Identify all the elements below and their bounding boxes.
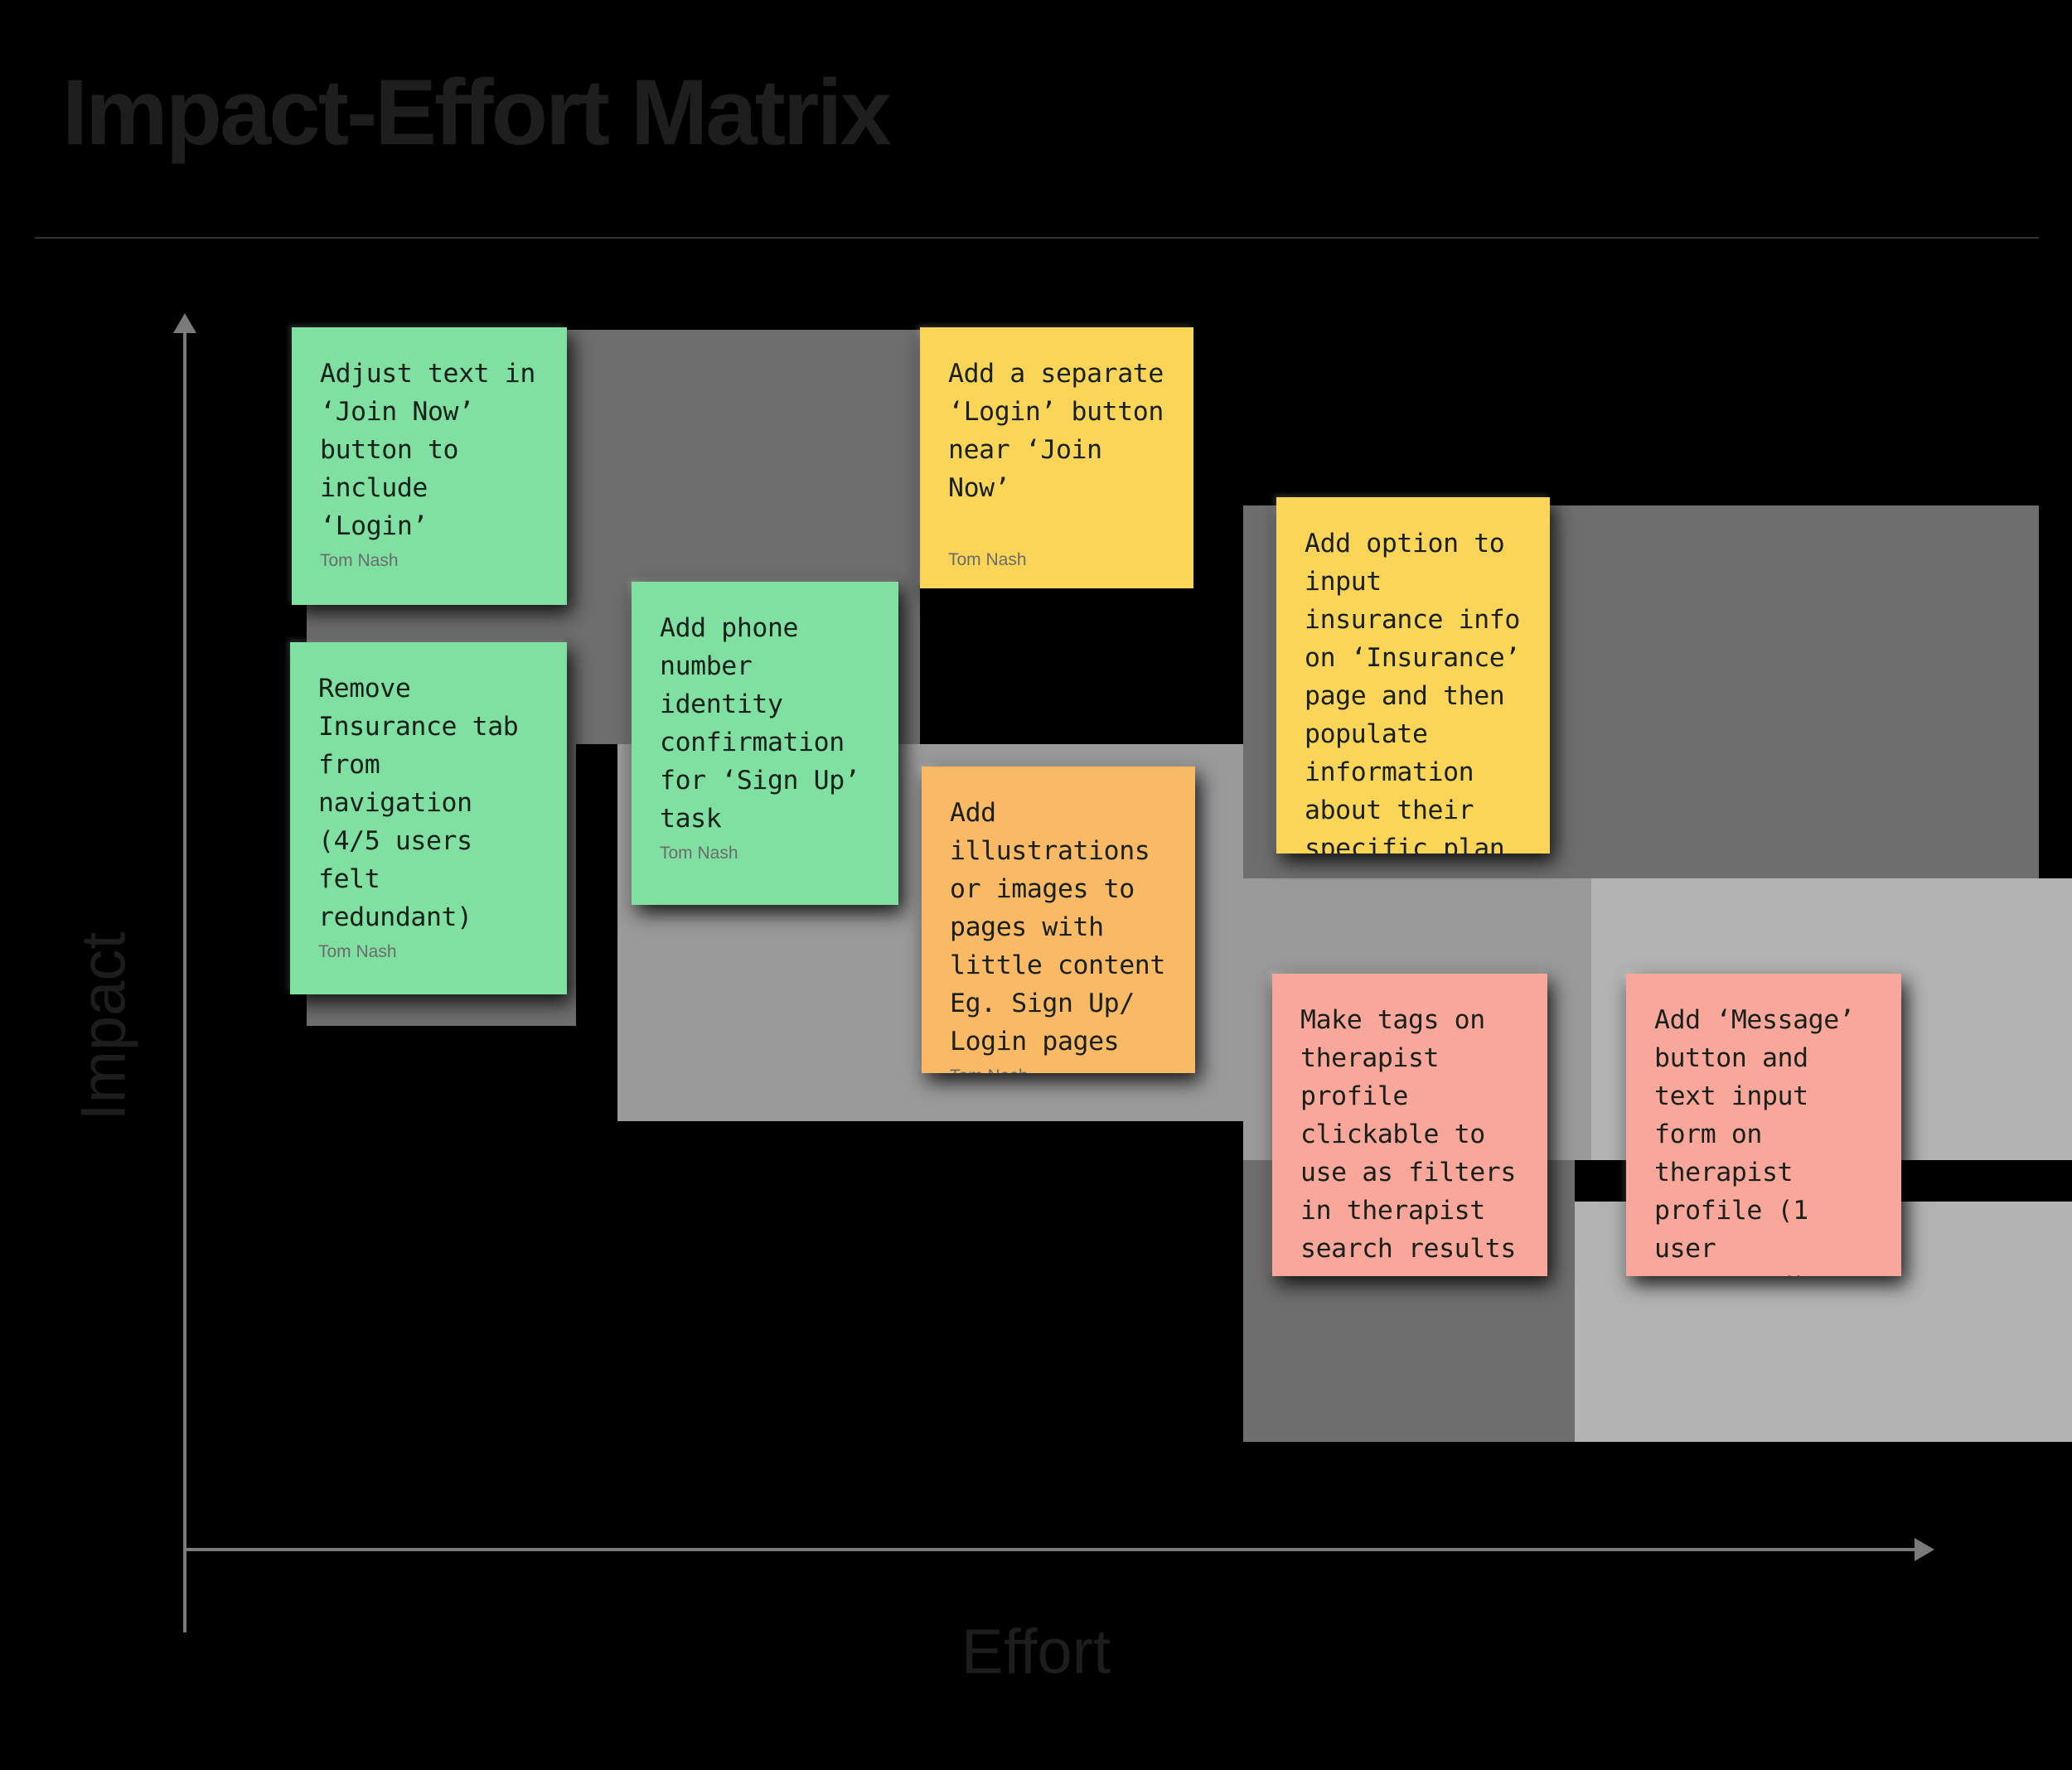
sticky-note[interactable]: Add phone number identity confirmation f… (632, 582, 898, 905)
y-axis-line (183, 327, 186, 1632)
page-title: Impact-Effort Matrix (62, 60, 892, 164)
sticky-note-text: Adjust text in ‘Join Now’ button to incl… (320, 359, 535, 541)
arrow-right-icon (1915, 1538, 1934, 1561)
sticky-note-text: Add illustrations or images to pages wit… (950, 798, 1165, 1057)
sticky-note[interactable]: Add option to input insurance info on ‘I… (1276, 497, 1550, 854)
sticky-note-text: Add a separate ‘Login’ button near ‘Join… (948, 359, 1164, 503)
x-axis-line (183, 1548, 1917, 1551)
sticky-note[interactable]: Add ‘Message’ button and text input form… (1626, 974, 1901, 1276)
sticky-note-author: Tom Nash (950, 1066, 1172, 1073)
sticky-note[interactable]: Adjust text in ‘Join Now’ button to incl… (292, 327, 567, 605)
x-axis-label: Effort (961, 1617, 1111, 1687)
sticky-note-text: Add option to input insurance info on ‘I… (1305, 529, 1520, 854)
y-axis-label: Impact (68, 931, 139, 1121)
sticky-note[interactable]: Remove Insurance tab from navigation (4/… (290, 642, 567, 994)
sticky-note-text: Add ‘Message’ button and text input form… (1654, 1005, 1855, 1276)
sticky-note-text: Add phone number identity confirmation f… (660, 613, 860, 834)
sticky-note-text: Remove Insurance tab from navigation (4/… (318, 674, 519, 932)
sticky-note-author: Tom Nash (320, 550, 399, 570)
impact-effort-matrix: Impact Effort Adjust text in ‘Join Now’ … (0, 240, 2072, 1770)
sticky-note[interactable]: Add a separate ‘Login’ button near ‘Join… (920, 327, 1193, 588)
sticky-note-author: Tom Nash (948, 550, 1027, 569)
arrow-up-icon (173, 313, 196, 333)
page-header: Impact-Effort Matrix (0, 0, 2072, 240)
header-divider (35, 237, 2039, 239)
sticky-note-author: Tom Nash (660, 843, 738, 863)
sticky-note[interactable]: Add illustrations or images to pages wit… (922, 767, 1195, 1073)
sticky-note-author: Tom Nash (318, 941, 397, 961)
sticky-note[interactable]: Make tags on therapist profile clickable… (1272, 974, 1547, 1276)
sticky-note-text: Make tags on therapist profile clickable… (1300, 1005, 1516, 1276)
